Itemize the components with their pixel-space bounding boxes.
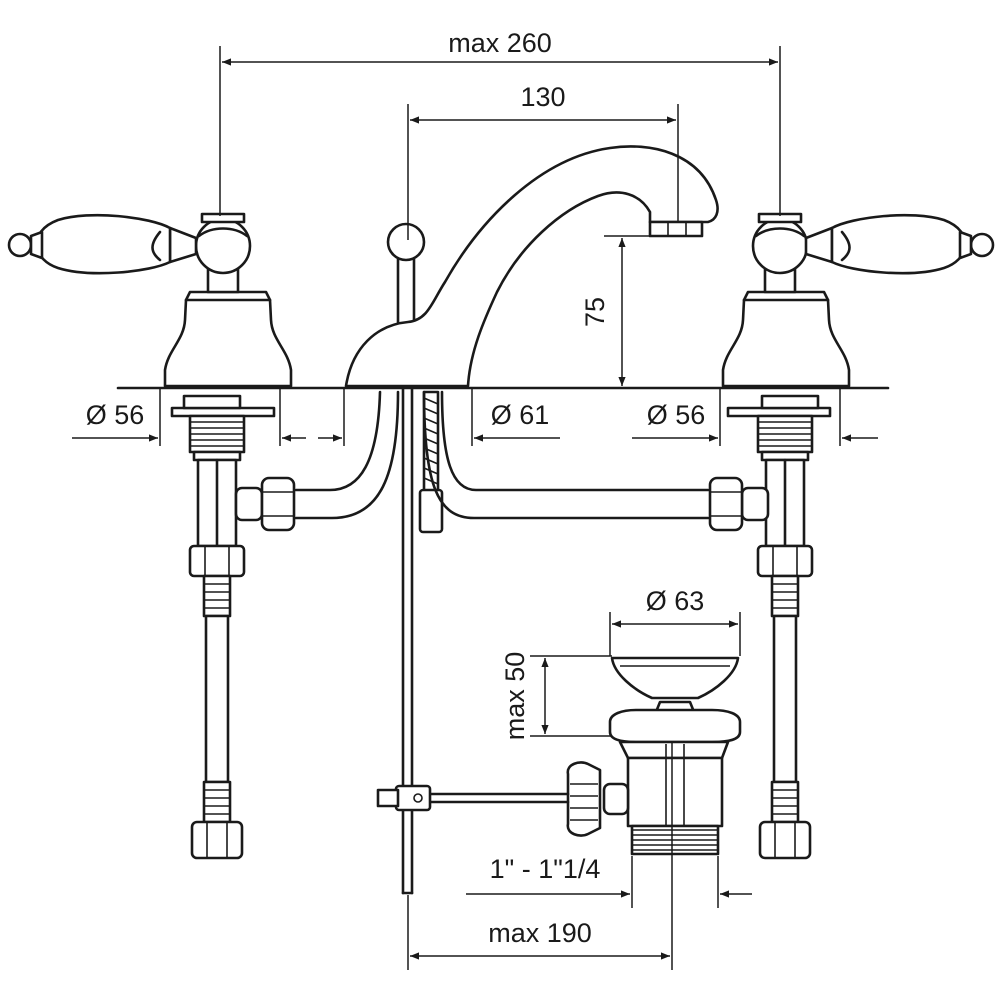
dim-label-right-valve-diameter: Ø 56 [647,400,706,430]
dim-label-max-width: max 260 [448,28,552,58]
dim-label-thread-size: 1" - 1"1/4 [490,854,601,884]
left-valve-assembly [7,212,293,388]
left-valve-body [170,394,276,860]
dim-label-waste-diameter: Ø 63 [646,586,705,616]
dim-label-max-waste-height: max 50 [500,652,530,741]
right-valve-body [726,394,832,860]
right-valve-assembly [721,212,995,388]
dim-label-left-valve-diameter: Ø 56 [86,400,145,430]
spout-assembly [344,145,719,388]
connecting-hoses [234,390,770,532]
popup-waste [376,656,742,856]
dim-label-spout-reach: 130 [520,82,565,112]
dim-label-spout-diameter: Ø 61 [491,400,550,430]
dim-label-spout-height: 75 [580,297,610,327]
dimension-lines [72,46,878,970]
dim-label-max-depth: max 190 [488,918,592,948]
popup-rod [401,386,444,895]
